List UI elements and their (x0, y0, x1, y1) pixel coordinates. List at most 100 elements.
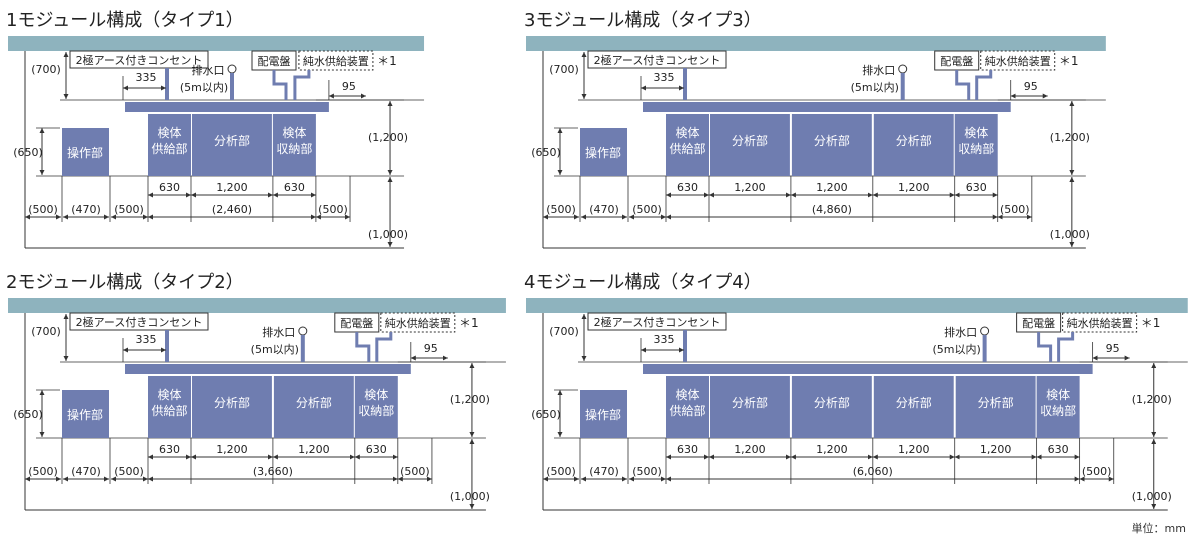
analysis-module-label: 分析部 (896, 133, 932, 148)
layout-diagram-type4: (700)(650)操作部検体供給部分析部分析部分析部分析部検体収納部2極アース… (526, 298, 1188, 511)
sample-supply-module (666, 376, 709, 438)
analysis-module (791, 114, 872, 176)
outlet-box (69, 50, 209, 69)
dim-1200-label: 1,200 (816, 181, 848, 194)
dim-1200v-label: (1,200) (368, 131, 408, 144)
dim-total-label: (4,860) (812, 203, 852, 216)
dim-500-left-label: (500) (28, 465, 58, 478)
sample-storage-module (354, 376, 398, 438)
water-pipe (293, 70, 311, 100)
dim-1200-label: 1,200 (898, 443, 930, 456)
sample-storage-module (954, 114, 998, 176)
layout-diagram-type3: (700)(650)操作部検体供給部分析部分析部分析部検体収納部2極アース付きコ… (526, 36, 1106, 249)
analysis-module (955, 376, 1036, 438)
drain-pipe (982, 335, 987, 362)
pure-water-box (298, 50, 374, 71)
distribution-panel-label: 配電盤 (340, 317, 373, 330)
wall (526, 36, 1106, 51)
distribution-panel-label: 配電盤 (940, 55, 973, 68)
analysis-module (873, 376, 954, 438)
dim-1200-label: 1,200 (298, 443, 330, 456)
distribution-panel-label: 配電盤 (258, 55, 291, 68)
water-pipe (1057, 332, 1075, 362)
drain-label: 排水口 (944, 325, 977, 339)
pure-water-box (980, 50, 1056, 71)
wall (526, 298, 1188, 313)
dim-335-label: 335 (654, 71, 675, 84)
analysis-module (710, 376, 790, 438)
dim-630-left-label: 630 (677, 443, 698, 456)
outlet-box (587, 312, 727, 331)
dim-335-label: 335 (136, 71, 157, 84)
panel-title: 4モジュール構成（タイプ4） (524, 272, 762, 293)
analysis-module-label: 分析部 (214, 133, 250, 148)
analysis-module-label: 分析部 (978, 395, 1014, 410)
operation-unit (580, 128, 627, 176)
dim-1200-label: 1,200 (216, 181, 248, 194)
analysis-module (192, 114, 272, 176)
dim-630-left-label: 630 (159, 443, 180, 456)
drain-pipe (900, 73, 905, 100)
distribution-panel-label: 配電盤 (1022, 317, 1055, 330)
dim-1200v-label: (1,200) (1050, 131, 1090, 144)
drain-pipe (300, 335, 305, 362)
dim-1200v-label: (1,200) (1132, 393, 1172, 406)
base-rail (125, 364, 411, 374)
drain-label: 排水口 (862, 63, 895, 77)
wall (8, 36, 425, 51)
dim-95-label: 95 (1106, 342, 1120, 355)
outlet-label: 2極アース付きコンセント (594, 315, 721, 329)
sample-storage-label-1: 検体 (364, 388, 388, 402)
dim-1200v-label: (1,200) (450, 393, 490, 406)
dim-470-label: (470) (71, 465, 101, 478)
dim-500-left-label: (500) (546, 465, 576, 478)
sample-storage-label-2: 収納部 (1040, 403, 1076, 418)
sample-storage-label-1: 検体 (1046, 388, 1070, 402)
base-rail (643, 364, 1093, 374)
dim-95-label: 95 (1024, 80, 1038, 93)
pure-water-label: 純水供給装置 (1067, 316, 1133, 330)
dim-500-right-label: (500) (400, 465, 430, 478)
sample-supply-label-2: 供給部 (669, 141, 705, 156)
outlet-label: 2極アース付きコンセント (76, 315, 203, 329)
sample-supply-module (666, 114, 709, 176)
drain-icon (298, 326, 308, 336)
outlet-label: 2極アース付きコンセント (76, 53, 203, 67)
dim-700-label: (700) (549, 325, 579, 338)
dim-630-right-label: 630 (966, 181, 987, 194)
pure-water-label: 純水供給装置 (385, 316, 451, 330)
operation-unit-label: 操作部 (585, 145, 621, 160)
power-cable (272, 70, 288, 100)
wall (8, 298, 506, 313)
analysis-module-label: 分析部 (214, 395, 250, 410)
dim-1200-label: 1,200 (816, 443, 848, 456)
dim-630-left-label: 630 (677, 181, 698, 194)
analysis-module (273, 376, 354, 438)
dim-total-label: (3,660) (253, 465, 293, 478)
pure-water-note-mark: ＊1 (377, 54, 397, 68)
pure-water-note-mark: ＊1 (1059, 54, 1079, 68)
pure-water-note-mark: ＊1 (1141, 316, 1161, 330)
dim-630-right-label: 630 (366, 443, 387, 456)
dim-630-right-label: 630 (1048, 443, 1069, 456)
dim-1000-label: (1,000) (1050, 228, 1090, 241)
dim-650-label: (650) (13, 408, 43, 421)
sample-supply-label-2: 供給部 (151, 141, 187, 156)
pure-water-note-mark: ＊1 (459, 316, 479, 330)
dim-470-label: (470) (589, 203, 619, 216)
drain-icon (898, 64, 908, 74)
dim-500-mid-label: (500) (114, 203, 144, 216)
sample-storage-label-2: 収納部 (958, 141, 994, 156)
analysis-module-label: 分析部 (814, 395, 850, 410)
operation-unit (62, 128, 109, 176)
panel-type4: 4モジュール構成（タイプ4） (700)(650)操作部検体供給部分析部分析部分… (518, 262, 1188, 524)
analysis-module-label: 分析部 (296, 395, 332, 410)
dim-650-label: (650) (531, 146, 561, 159)
outlet-label: 2極アース付きコンセント (594, 53, 721, 67)
analysis-module-label: 分析部 (732, 395, 768, 410)
sample-storage-module (1036, 376, 1080, 438)
outlet-cable (165, 330, 169, 362)
analysis-module-label: 分析部 (732, 133, 768, 148)
analysis-module (192, 376, 272, 438)
drain-note: (5m以内) (851, 80, 899, 94)
